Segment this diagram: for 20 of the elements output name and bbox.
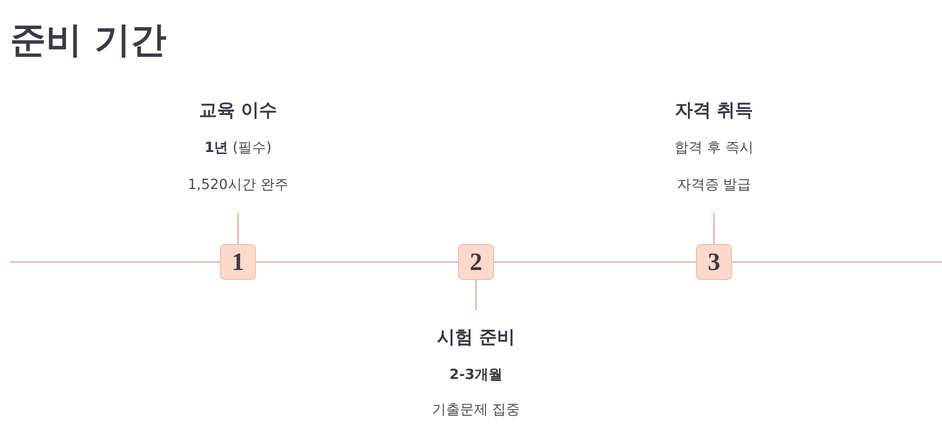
- step-number-badge: 2: [458, 244, 494, 280]
- timeline-line: [494, 261, 696, 263]
- step-title: 자격 취득: [674, 99, 754, 123]
- step-title: 시험 준비: [436, 326, 516, 350]
- connector-line: [475, 280, 477, 310]
- step-duration: 1년 (필수): [203, 139, 273, 158]
- step-number-badge: 3: [696, 244, 732, 280]
- step-duration: 합격 후 즉시: [674, 139, 754, 158]
- page-title: 준비 기간: [10, 19, 167, 63]
- timeline-line: [256, 261, 458, 263]
- timeline-line: [10, 261, 220, 263]
- step-title: 교육 이수: [198, 99, 278, 123]
- step-duration: 2-3개월: [448, 366, 504, 385]
- step-description: 자격증 발급: [676, 176, 752, 195]
- connector-line: [713, 213, 715, 244]
- step-description: 기출문제 집중: [430, 401, 522, 420]
- connector-line: [237, 213, 239, 244]
- timeline-line: [732, 261, 942, 263]
- step-number-badge: 1: [220, 244, 256, 280]
- step-description: 1,520시간 완주: [186, 176, 290, 195]
